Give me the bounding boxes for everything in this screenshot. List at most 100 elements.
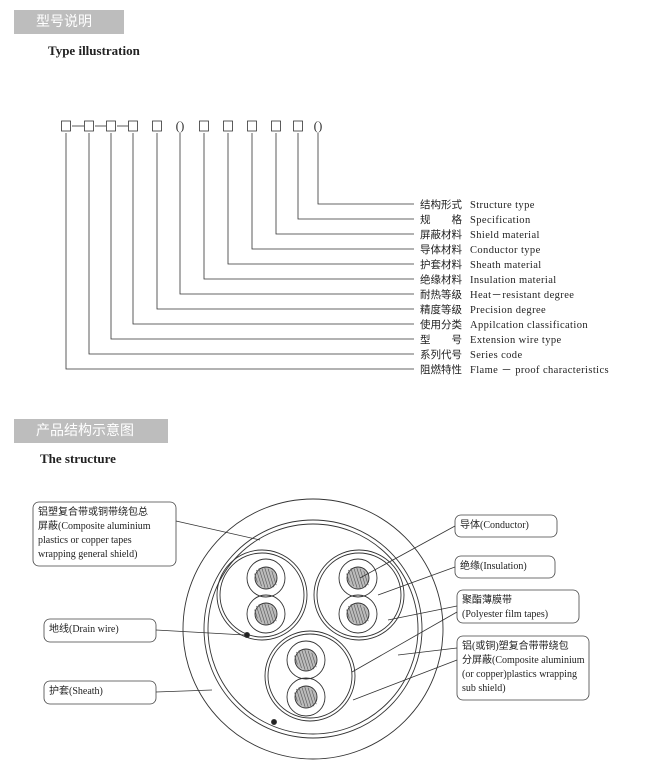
code-slot-box (223, 120, 233, 132)
code-slot-box (152, 120, 162, 132)
legend-label-cn: 护套材料 (420, 258, 462, 271)
callout-sheath: 护套(Sheath) (43, 680, 213, 705)
code-slot-paren: () (314, 118, 323, 133)
pair-tape-circle (316, 552, 402, 638)
legend-label-cn: 系列代号 (420, 348, 462, 361)
type-legend: 结构形式 Structure type 规 格 Specification 屏蔽材料 Sh… (65, 133, 609, 376)
pair-sub-shield-circle (264, 630, 356, 722)
code-slot-box (271, 120, 281, 132)
code-slot-box (84, 120, 94, 132)
section-subtitle-structure: The structure (40, 451, 116, 466)
legend-leader-line (227, 133, 414, 265)
legend-leader-line (297, 133, 414, 220)
legend-label-en: Appilcation classification (470, 320, 588, 331)
legend-label-en: Heat－resistant degree (470, 290, 574, 301)
legend-label-cn: 型 号 (420, 333, 462, 346)
callout-insulation: 绝缘(Insulation) (377, 555, 556, 596)
legend-label-en: Specification (470, 215, 531, 226)
callout-polyester: 聚酯薄膜带 (Polyester film tapes) (351, 589, 580, 673)
legend-leader-line (179, 133, 414, 295)
callout-text-line: 导体(Conductor) (460, 519, 529, 531)
callout-text-line: 聚酯薄膜带 (462, 593, 512, 606)
code-slot-box (61, 120, 71, 132)
legend-label-en: Flame － proof characteristics (470, 365, 609, 376)
legend-label-cn: 耐热等级 (420, 288, 462, 301)
callout-text-line: plastics or copper tapes (38, 535, 132, 546)
legend-label-cn: 导体材料 (420, 243, 462, 256)
legend-leader-line (65, 133, 414, 370)
legend-label-cn: 阻燃特性 (420, 363, 462, 376)
legend-leader-line (317, 133, 414, 205)
insulation-circle (286, 677, 326, 717)
callout-leader (175, 520, 261, 541)
code-slot-box (128, 120, 138, 132)
general-shield-circle (203, 519, 423, 739)
callout-text-line: wrapping general shield) (38, 549, 137, 560)
callout-text-line: 分屏蔽(Composite aluminium (462, 654, 585, 666)
legend-leader-line (203, 133, 414, 280)
legend-leader-line (132, 133, 414, 325)
legend-leader-line (251, 133, 414, 250)
legend-label-cn: 规 格 (420, 213, 462, 226)
drain-wire-dot (271, 719, 277, 725)
legend-label-en: Insulation material (470, 275, 557, 286)
legend-leader-line (88, 133, 414, 355)
callout-leader (359, 525, 456, 579)
insulation-circle (338, 594, 378, 634)
insulation-circle (338, 558, 378, 598)
legend-label-cn: 使用分类 (420, 318, 462, 331)
callout-leader (155, 629, 246, 636)
code-slot-paren: () (176, 118, 185, 133)
code-slot-box (293, 120, 303, 132)
callout-text-line: 铝(或铜)塑复合带带绕包 (462, 639, 569, 652)
type-code-diagram: () () (61, 118, 323, 133)
callout-text-line: 绝缘(Insulation) (460, 559, 527, 572)
callout-leader (387, 605, 458, 621)
callout-text-line: (Polyester film tapes) (462, 609, 548, 620)
outer-sheath-circle (182, 498, 444, 760)
section-tab-type: 型号说明 (14, 10, 124, 34)
callout-leader (351, 611, 458, 673)
legend-label-cn: 结构形式 (420, 198, 462, 211)
polyester-tape-circle (207, 523, 419, 735)
code-slot-box (247, 120, 257, 132)
cable-cross-section (182, 498, 444, 760)
section-tab-structure: 产品结构示意图 (14, 419, 168, 443)
legend-leader-line (110, 133, 414, 340)
drain-wire-dot (244, 632, 250, 638)
legend-label-en: Conductor type (470, 245, 541, 256)
callout-leader (397, 647, 458, 656)
pair-sub-shield-circle (313, 549, 405, 641)
legend-label-en: Sheath material (470, 260, 542, 271)
insulation-circle (286, 640, 326, 680)
pair-sub-shield-circle (216, 549, 308, 641)
pair-tape-circle (219, 552, 305, 638)
callout-text-line: 屏蔽(Composite aluminium (38, 520, 151, 532)
callout-leader (352, 659, 458, 701)
section-subtitle-type: Type illustration (48, 43, 140, 58)
callout-leader (377, 566, 456, 596)
code-slot-box (106, 120, 116, 132)
callout-conductor: 导体(Conductor) (359, 514, 558, 579)
callout-leader (155, 689, 213, 693)
callout-text-line: (or copper)plastics wrapping (462, 669, 577, 680)
pair-tape-circle (267, 633, 353, 719)
legend-leader-line (156, 133, 414, 310)
legend-label-en: Series code (470, 350, 523, 361)
callout-text-line: 护套(Sheath) (49, 684, 103, 697)
insulation-circle (246, 594, 286, 634)
callout-text-line: sub shield) (462, 683, 506, 694)
legend-label-en: Precision degree (470, 305, 546, 316)
legend-label-cn: 屏蔽材料 (420, 228, 462, 241)
legend-label-en: Structure type (470, 200, 535, 211)
callout-text-line: 铝塑复合带或铜带绕包总 (38, 505, 148, 518)
insulation-circle (246, 558, 286, 598)
legend-label-en: Shield material (470, 230, 540, 241)
legend-label-en: Extension wire type (470, 335, 562, 346)
legend-label-cn: 绝缘材料 (420, 273, 462, 286)
callout-text-line: 地线(Drain wire) (49, 622, 119, 635)
